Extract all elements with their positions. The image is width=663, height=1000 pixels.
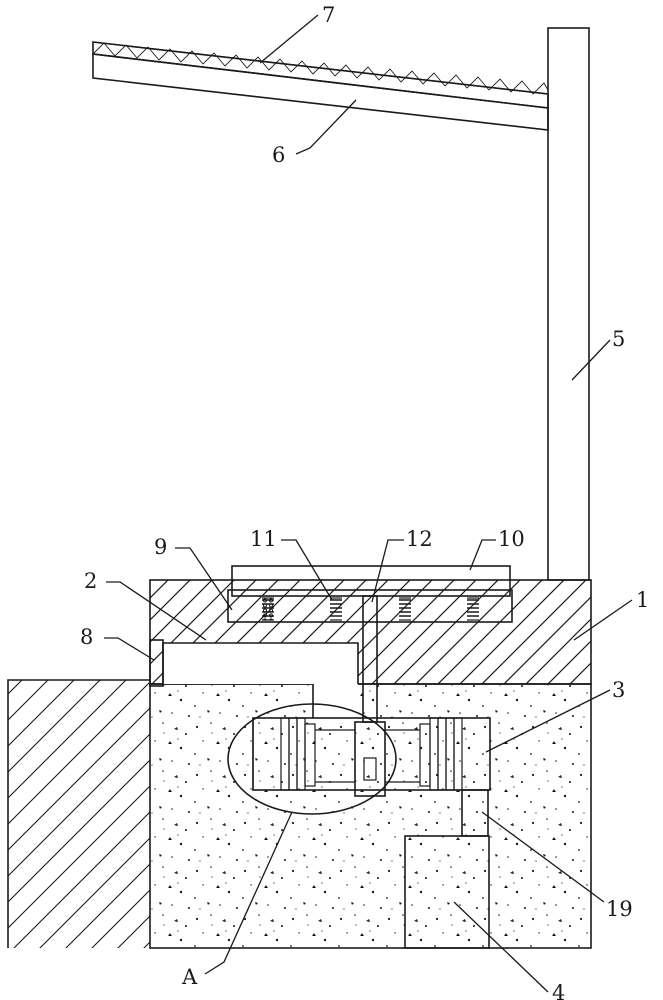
label-9: 9 [154,535,167,559]
concrete-foundation [149,683,592,949]
label-4: 4 [552,981,565,1000]
labels: 7 6 5 1 3 19 4 A 2 8 9 11 12 10 [80,3,649,1000]
chamber-3 [252,717,491,797]
recess-9 [227,589,513,623]
label-11: 11 [250,527,277,551]
label-5: 5 [612,327,625,351]
channel-drop [312,684,358,718]
label-12: 12 [406,527,433,551]
label-6: 6 [272,143,285,167]
label-8: 8 [80,625,93,649]
label-10: 10 [498,527,525,551]
label-3: 3 [612,678,625,702]
label-19: 19 [606,897,633,921]
label-2: 2 [84,569,97,593]
label-a: A [181,965,198,989]
left-soil-block [7,679,150,948]
mesh-filter-8 [149,639,164,687]
box-4 [404,835,490,949]
channel-2 [162,642,359,684]
label-7: 7 [322,3,335,27]
panel-6 [92,53,549,131]
solar-layer-7 [92,41,549,109]
detail-ellipse-a [227,703,397,815]
label-1: 1 [636,588,649,612]
pole-5 [547,27,590,581]
leader-lines [104,14,633,993]
springs-11 [262,597,479,621]
